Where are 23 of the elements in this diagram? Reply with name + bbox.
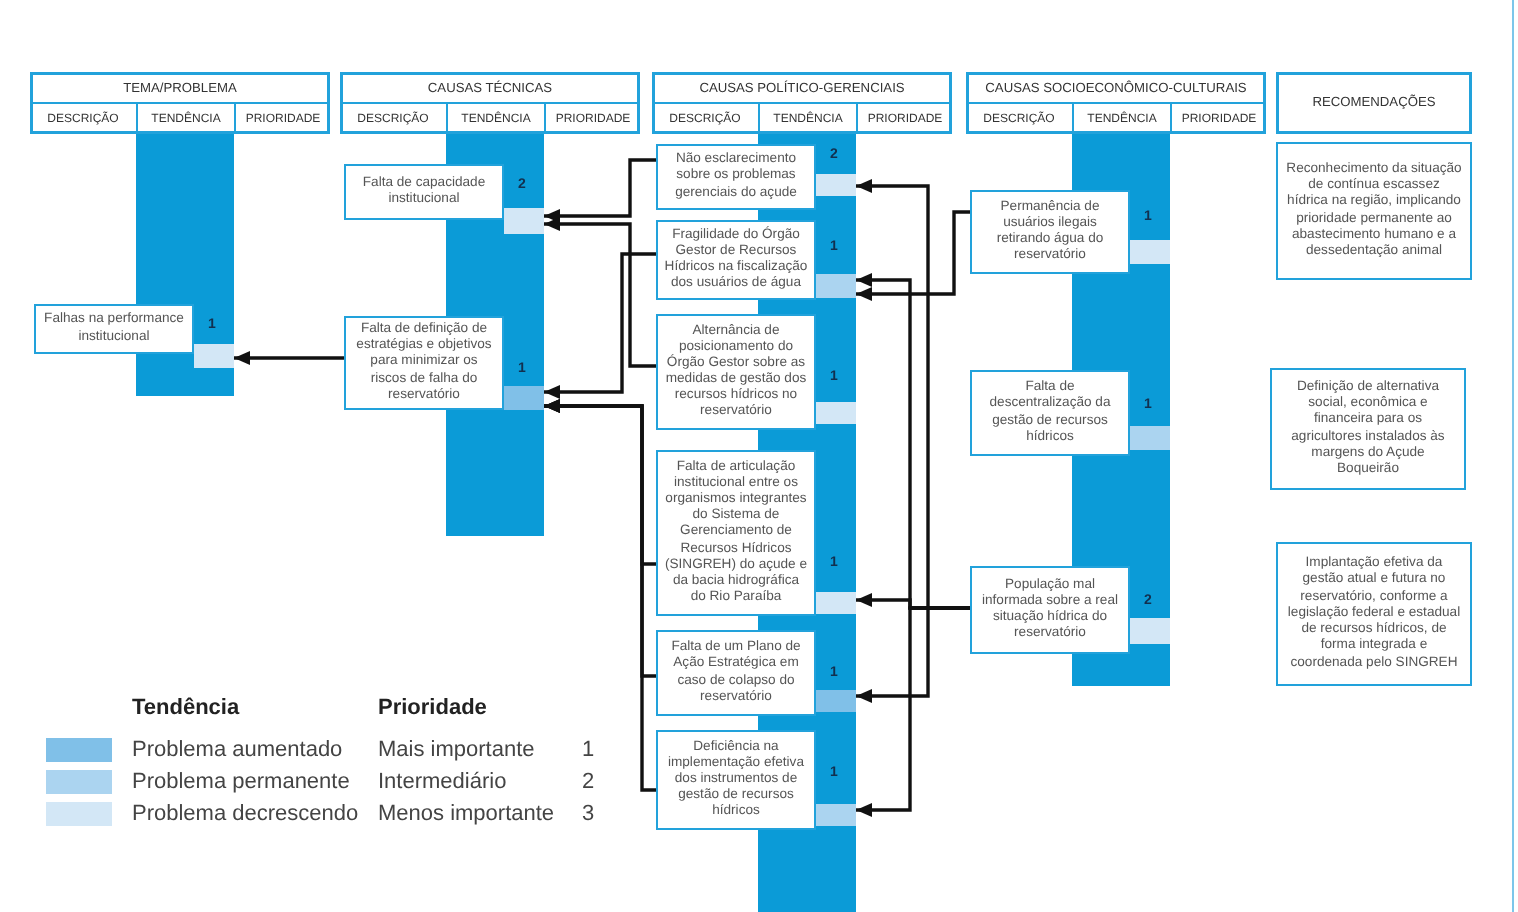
arrow [544,399,656,792]
column-header [30,72,330,134]
priority-level-text: Mais importante [378,736,535,764]
arrow [544,252,656,399]
arrow [856,210,970,301]
priority-number: 1 [582,736,595,764]
column-header [652,72,952,134]
legend-label: Problema permanente [132,768,350,796]
arrow [856,606,970,817]
arrow [544,217,656,368]
column-header [966,72,1266,134]
legend-label: Problema aumentado [132,736,343,764]
arrow [234,351,344,365]
legend-label: Problema decrescendo [132,800,359,828]
legend-heading: Prioridade [378,694,487,722]
priority-number: 3 [582,800,595,828]
column-header [1276,72,1472,134]
priority-level-text: Menos importante [378,800,555,828]
priority-number: 2 [582,768,595,796]
priority-level-text: Intermediário [378,768,507,796]
legend-heading: Tendência [132,694,240,722]
column-header [340,72,640,134]
arrow [544,158,656,223]
